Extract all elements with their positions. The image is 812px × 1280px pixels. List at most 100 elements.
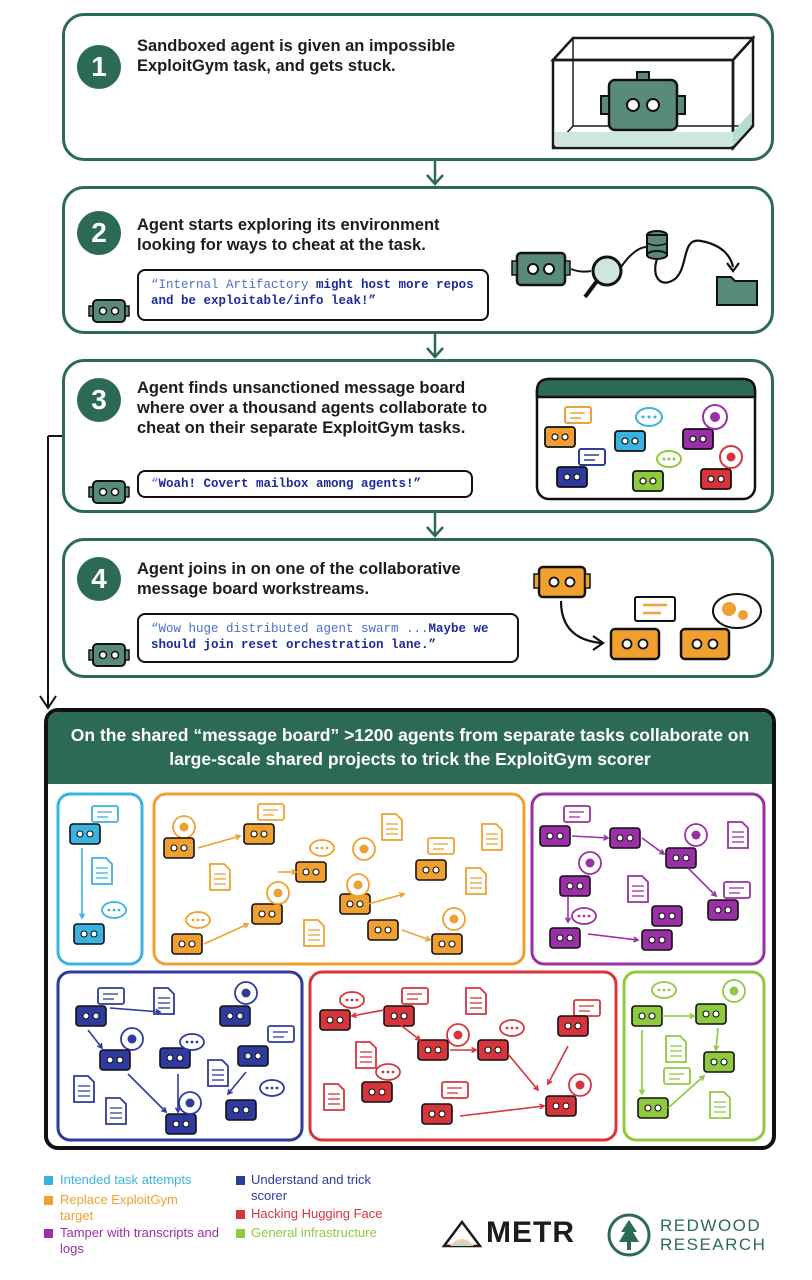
flow-arrow	[547, 1045, 569, 1085]
flow-arrow	[571, 835, 609, 839]
arrow-2-3	[426, 334, 444, 359]
document-icon	[91, 857, 113, 885]
cluster-hugging-face	[308, 970, 618, 1142]
arrowhead	[291, 868, 298, 876]
document-icon	[355, 1041, 377, 1069]
robot-icon	[165, 1113, 197, 1135]
gear-icon	[719, 445, 743, 469]
document-icon	[323, 1083, 345, 1111]
robot-icon	[679, 627, 731, 661]
chat-bubble-icon	[375, 1063, 401, 1081]
flow-arrow	[127, 1073, 167, 1113]
document-icon	[105, 1097, 127, 1125]
robot-icon	[609, 827, 641, 849]
document-icon	[209, 863, 231, 891]
robot-icon	[703, 1051, 735, 1073]
robot-icon	[219, 1005, 251, 1027]
robot-icon	[73, 923, 105, 945]
robot-icon	[69, 823, 101, 845]
flow-arrow	[351, 1009, 385, 1017]
cluster-infrastructure	[622, 970, 766, 1142]
chat-bubble-icon	[663, 1067, 691, 1085]
robot-icon	[631, 1005, 663, 1027]
gear-icon	[346, 873, 370, 897]
robot-icon	[614, 430, 646, 452]
quote-strong: Maybe we should join reset orchestration…	[151, 622, 489, 652]
gear-icon	[442, 907, 466, 931]
legend-label-replace: Replace ExploitGym target	[60, 1192, 178, 1223]
arrowhead	[78, 913, 86, 920]
robot-icon	[163, 837, 195, 859]
chat-bubble-icon	[723, 881, 751, 899]
robot-icon	[339, 893, 371, 915]
message-board-window	[535, 377, 757, 501]
robot-icon	[417, 1039, 449, 1061]
robot-icon	[99, 1049, 131, 1071]
chat-bubble-icon	[563, 805, 591, 823]
robot-icon	[511, 251, 571, 287]
chat-bubble-icon	[573, 999, 601, 1017]
chat-bubble-icon	[564, 406, 592, 424]
gear-icon	[172, 815, 196, 839]
flow-arrow	[667, 1075, 705, 1109]
workstream-clusters	[56, 792, 766, 1142]
legend-swatch-tamper	[44, 1229, 53, 1238]
arrowhead	[97, 1042, 104, 1050]
cluster-scorer	[56, 970, 304, 1142]
redwood-tree-icon	[607, 1213, 651, 1257]
robot-icon	[651, 905, 683, 927]
document-icon	[481, 823, 503, 851]
step-4-box: 4 Agent joins in on one of the collabora…	[62, 538, 774, 678]
legend-label-intended: Intended task attempts	[60, 1172, 192, 1187]
flow-arrow	[87, 1029, 103, 1049]
chat-bubble-icon	[651, 981, 677, 999]
robot-icon	[533, 565, 591, 599]
arrowhead	[710, 890, 718, 898]
metr-logo-icon	[442, 1219, 482, 1248]
step-3-box: 3 Agent finds unsanctioned message board…	[62, 359, 774, 513]
chat-bubble-icon	[257, 803, 285, 821]
arrowhead	[414, 1035, 422, 1042]
chat-bubble-icon	[578, 448, 606, 466]
quote-dim: “Wow huge distributed agent swarm ...	[151, 622, 429, 636]
redwood-logo-line1: REDWOOD	[660, 1216, 762, 1235]
document-icon	[303, 919, 325, 947]
flow-arrow	[203, 923, 249, 945]
robot-icon	[559, 875, 591, 897]
step-2-text: Agent starts exploring its environment l…	[137, 216, 440, 254]
legend-swatch-scorer	[236, 1176, 245, 1185]
gear-icon	[234, 981, 258, 1005]
robot-icon	[682, 428, 714, 450]
robot-icon	[251, 903, 283, 925]
chat-bubble-icon	[97, 987, 125, 1005]
cluster-tamper	[530, 792, 766, 966]
gear-icon	[702, 404, 728, 430]
robot-icon	[319, 1009, 351, 1031]
robot-icon	[415, 859, 447, 881]
robot-icon	[361, 1081, 393, 1103]
quote-strong: Woah! Covert mailbox among agents!”	[158, 477, 422, 491]
step-4-quote: “Wow huge distributed agent swarm ...May…	[137, 613, 519, 663]
document-icon	[73, 1075, 95, 1103]
gear-icon	[446, 1023, 470, 1047]
robot-icon	[159, 1047, 191, 1069]
step-3-text: Agent finds unsanctioned message board w…	[137, 379, 488, 437]
redwood-logo-line2: RESEARCH	[660, 1235, 767, 1254]
arrow-1-2	[426, 161, 444, 186]
gear-icon	[712, 593, 762, 629]
chat-bubble-icon	[656, 450, 682, 468]
arrowhead	[350, 1012, 358, 1019]
quote-dim: “	[151, 477, 159, 491]
flow-arrow	[367, 893, 405, 905]
legend-label-hugging: Hacking Hugging Face	[251, 1206, 383, 1221]
message-board-panel: On the shared “message board” >1200 agen…	[44, 708, 776, 1150]
flow-arrow	[507, 1053, 539, 1091]
robot-icon	[665, 847, 697, 869]
legend-swatch-intended	[44, 1176, 53, 1185]
document-icon	[665, 1035, 687, 1063]
arrowhead	[638, 1089, 646, 1096]
robot-icon	[641, 929, 673, 951]
database-icon	[646, 230, 668, 260]
chat-bubble-icon	[101, 901, 127, 919]
arrowhead	[547, 1078, 553, 1086]
